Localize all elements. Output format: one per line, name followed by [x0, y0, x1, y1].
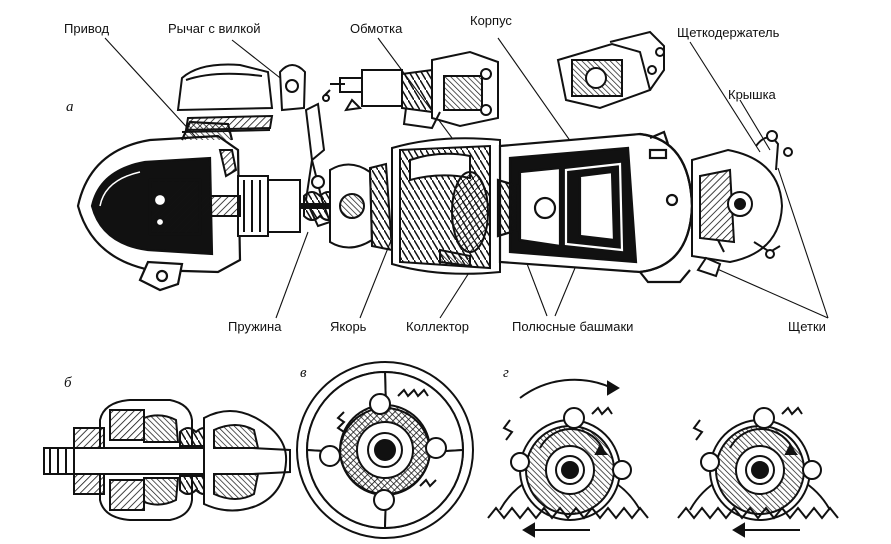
clutch-section: [43, 399, 291, 521]
label-brushes: Щетки: [788, 319, 826, 334]
label-lever-fork: Рычаг с вилкой: [168, 21, 261, 36]
label-spring: Пружина: [228, 319, 282, 334]
label-brush-holder: Щеткодержатель: [677, 25, 780, 40]
clutch-state-left: [487, 378, 649, 538]
panel-label-v: в: [300, 365, 307, 381]
panel-label-g: г: [503, 365, 509, 381]
label-pole-shoes: Полюсные башмаки: [512, 319, 634, 334]
brush-holder-cover: [556, 30, 665, 110]
panel-label-b: б: [64, 375, 72, 391]
drive-housing: [76, 120, 242, 292]
solenoid-parts: [330, 50, 499, 130]
label-winding: Обмотка: [350, 21, 403, 36]
clutch-state-right: [677, 406, 839, 538]
drive-pinion-and-spring: [199, 149, 301, 237]
end-cover-and-brushes: [691, 130, 793, 278]
motor-housing: [496, 130, 694, 284]
label-armature: Якорь: [330, 319, 367, 334]
label-housing: Корпус: [470, 13, 512, 28]
panel-label-a: а: [66, 99, 74, 115]
label-cover: Крышка: [728, 87, 776, 102]
armature: [300, 137, 501, 275]
label-commutator: Коллектор: [406, 319, 470, 334]
label-privod: Привод: [64, 21, 110, 36]
roller-clutch-section: [296, 361, 474, 539]
lever-bracket: [176, 63, 307, 133]
